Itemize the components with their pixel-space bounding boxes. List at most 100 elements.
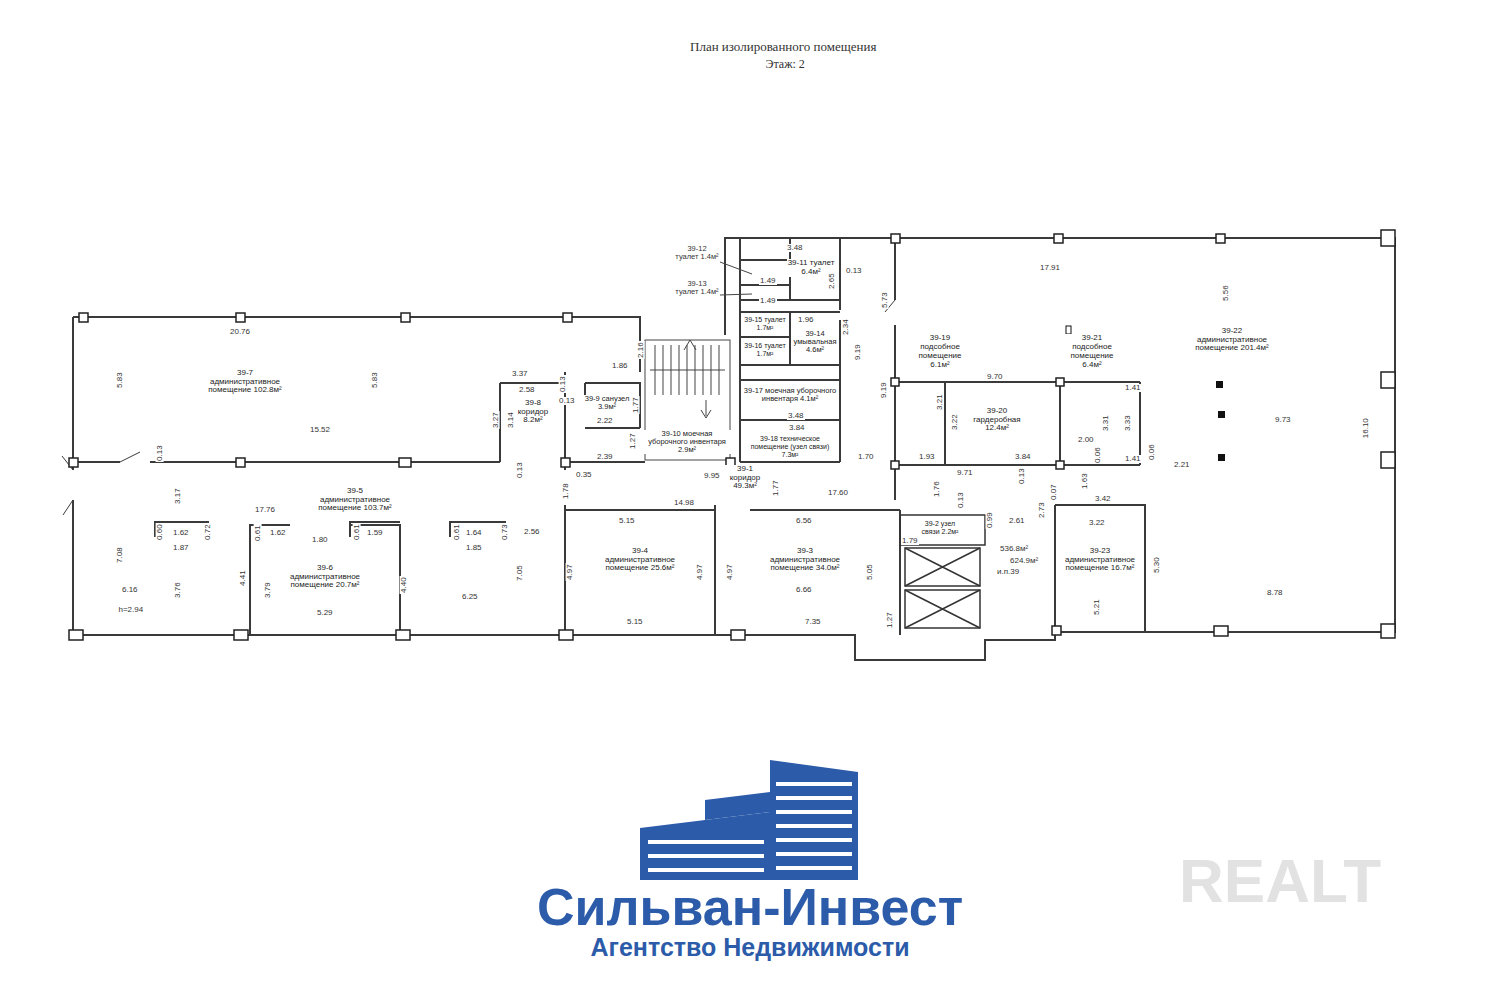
dimension-label: 17.76: [254, 506, 276, 514]
lift-cross: [905, 548, 980, 586]
walls: [62, 238, 1395, 660]
dimension-label: 3.48: [786, 244, 804, 252]
dimension-label: 5.15: [626, 618, 644, 626]
room-label: 39-22 административное помещение 201.4м²: [1187, 327, 1277, 353]
column: [1056, 378, 1064, 386]
column: [69, 458, 78, 467]
dimension-label: 0.13: [558, 397, 576, 405]
room-label: 39-16 туалет 1.7м²: [741, 342, 789, 357]
dimension-label: 3.21: [936, 393, 944, 411]
dimension-label: 5.56: [1222, 284, 1230, 302]
column: [1381, 452, 1395, 468]
column: [891, 461, 899, 469]
logo-tower: [770, 760, 858, 880]
dimension-label: 3.22: [951, 413, 959, 431]
dimension-label: 0.73: [501, 523, 509, 541]
room-label: 39-15 туалет 1.7м²: [741, 316, 789, 331]
dimension-label: 17.91: [1039, 264, 1061, 272]
floor-label: Этаж: 2: [765, 58, 806, 71]
dimension-label: 5.73: [881, 291, 889, 309]
room-label: 39-18 техническое помещение (узел связи)…: [742, 435, 838, 458]
dimension-label: 9.19: [880, 381, 888, 399]
room-39-6-walls: [155, 522, 505, 635]
dimension-label: 0.07: [1050, 483, 1058, 501]
dimension-label: 6.16: [121, 586, 139, 594]
dimension-label: 1.78: [562, 482, 570, 500]
room-label: 39-17 моечная уборочного инвентаря 4.1м²: [742, 387, 838, 404]
column: [1381, 372, 1395, 388]
dimension-label: 2.34: [842, 318, 850, 336]
lift-shaft: [905, 590, 980, 628]
dimension-label: 2.73: [1038, 501, 1046, 519]
dimension-label: 9.73: [1274, 416, 1292, 424]
dimension-label: 1.85: [465, 544, 483, 552]
dimension-label: 2.65: [828, 272, 836, 290]
column: [731, 630, 745, 640]
column: [1381, 230, 1395, 246]
room-label: 39-10 моечная уборочного инвентаря 2.9м²: [643, 430, 731, 455]
sanitary-block-walls: [740, 238, 840, 462]
outer-walls: [73, 238, 1395, 660]
column: [401, 313, 410, 322]
dimension-label: 2.22: [596, 417, 614, 425]
room-label: 39-2 узел связи 2.2м²: [915, 520, 965, 535]
dimension-label: 2.00: [1077, 436, 1095, 444]
room-area: 39-21 подсобное помещение 6.4м²: [1062, 330, 1140, 465]
dimension-label: 4.40: [400, 576, 408, 594]
column: [69, 630, 83, 640]
marker-square: [1216, 381, 1223, 388]
logo-block-inner: [705, 792, 770, 820]
column: [1216, 234, 1225, 243]
dimension-label: 0.35: [575, 471, 593, 479]
room-area: 39-20 гардеробная 12.4м²: [945, 382, 1060, 465]
dimension-label: h=2.94: [118, 606, 145, 614]
room-area: 39-4 административное помещение 25.6м²: [565, 510, 715, 635]
column: [1056, 461, 1064, 469]
column: [1052, 626, 1061, 635]
room-callout: 39-12 туалет 1.4м²: [674, 245, 720, 262]
column: [396, 630, 410, 640]
room-label: 39-19 подсобное помещение 6.1м²: [910, 334, 970, 369]
dimension-label: 3.31: [1102, 414, 1110, 432]
dimension-label: 9.95: [703, 472, 721, 480]
room-area: 39-10 моечная уборочного инвентаря 2.9м²: [643, 422, 731, 462]
dimension-label: 16.10: [1362, 417, 1370, 439]
dimension-label: 5.21: [1093, 598, 1101, 616]
room-area: 39-19 подсобное помещение 6.1м²: [895, 325, 1060, 382]
room-label: 39-14 умывальная 4.6м²: [791, 330, 839, 355]
dimension-label: 0.13: [845, 267, 863, 275]
dimension-label: 3.42: [1094, 495, 1112, 503]
dimension-label: 3.48: [787, 412, 805, 420]
room-area: 39-7 административное помещение 102.8м²: [73, 317, 500, 462]
dimension-label: 8.78: [1266, 589, 1284, 597]
dimension-label: 1.87: [172, 544, 190, 552]
column: [891, 234, 900, 243]
dimension-label: 1.27: [629, 432, 637, 450]
dimension-label: 5.29: [316, 609, 334, 617]
dimension-label: 7.08: [116, 546, 124, 564]
column: [1381, 624, 1395, 638]
lift-cross: [905, 590, 980, 628]
dimension-label: 1.70: [857, 453, 875, 461]
dimension-label: 5.15: [618, 517, 636, 525]
dimension-label: 1.41: [1124, 455, 1142, 463]
dimension-label: 1.59: [366, 529, 384, 537]
column: [559, 630, 573, 640]
agency-logo: [640, 760, 858, 880]
dimension-label: 0.60: [156, 523, 164, 541]
dimension-label: 3.84: [1014, 453, 1032, 461]
dimension-label: 3.76: [174, 581, 182, 599]
columns: [69, 230, 1395, 640]
watermark: REALT: [1178, 848, 1382, 913]
room-area: 39-1 коридор 49.3м²: [570, 462, 900, 510]
dimension-label: 7.35: [804, 618, 822, 626]
column: [563, 313, 572, 322]
column: [561, 458, 570, 467]
dimension-label: 1.62: [269, 529, 287, 537]
stair-steps: [650, 340, 725, 418]
column: [1214, 626, 1228, 636]
plan-title: План изолированного помещения: [690, 39, 876, 55]
room-label: 39-9 санузел 3.9м²: [582, 395, 632, 412]
dimension-label: 5.30: [1153, 556, 1161, 574]
room-label: 39-23 административное помещение 16.7м²: [1058, 547, 1142, 573]
